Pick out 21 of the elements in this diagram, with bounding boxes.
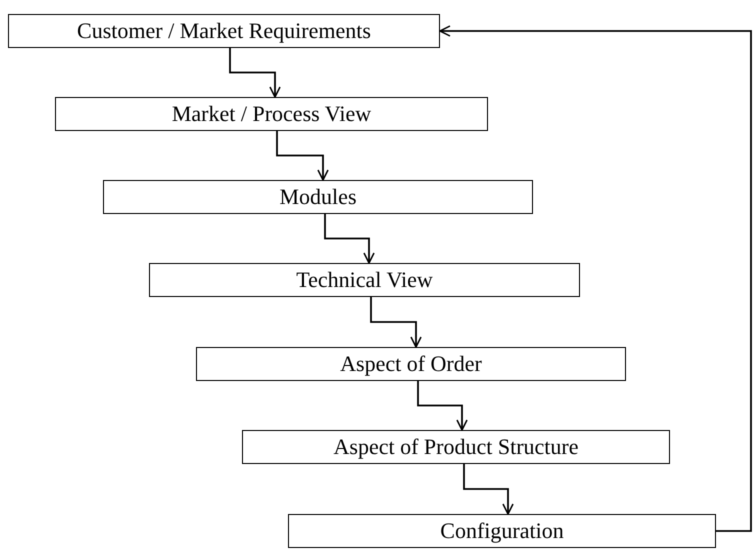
arrow xyxy=(276,131,329,181)
process-box xyxy=(242,430,670,464)
arrow xyxy=(439,25,752,532)
arrow xyxy=(370,297,422,348)
box-label: Aspect of Product Structure xyxy=(334,434,578,460)
arrow xyxy=(417,381,468,431)
process-box xyxy=(8,14,440,48)
box-label: Aspect of Order xyxy=(340,351,482,377)
box-label: Configuration xyxy=(440,518,564,544)
process-box xyxy=(103,180,533,214)
arrow xyxy=(463,464,514,515)
process-box xyxy=(55,97,488,131)
box-label: Customer / Market Requirements xyxy=(77,18,371,44)
box-label: Technical View xyxy=(296,267,433,293)
box-label: Modules xyxy=(280,184,356,210)
process-box xyxy=(149,263,580,297)
process-box xyxy=(196,347,626,381)
process-box xyxy=(288,514,716,548)
box-label: Market / Process View xyxy=(172,101,372,127)
arrow xyxy=(324,214,375,264)
arrow xyxy=(229,48,281,98)
